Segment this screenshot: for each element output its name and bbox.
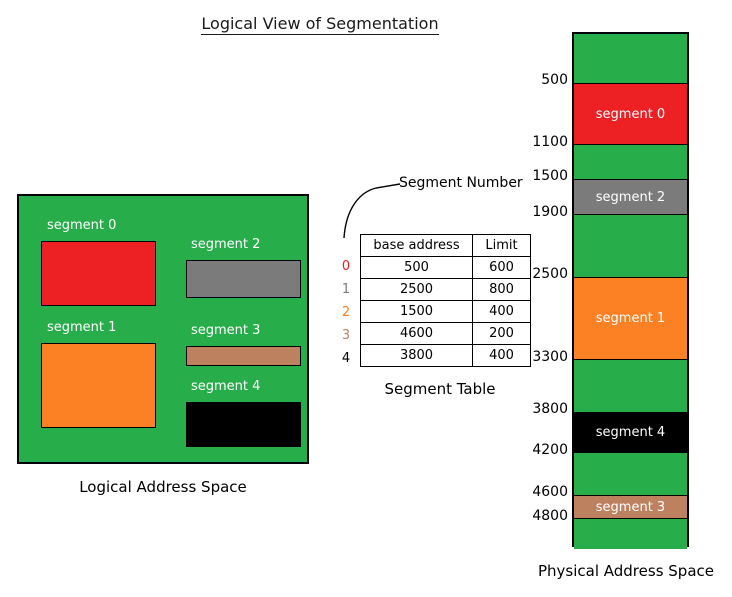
page-title: Logical View of Segmentation (0, 14, 640, 35)
logical-segment-label-3: segment 3 (191, 323, 261, 338)
physical-free-block-2 (574, 145, 687, 179)
physical-free-block-6 (574, 360, 687, 412)
segment-table-header-row: base address Limit (360, 234, 531, 257)
segment-table-caption: Segment Table (384, 380, 496, 398)
physical-segment-block-9: segment 3 (574, 495, 687, 519)
physical-tick-4600: 4600 (532, 484, 568, 500)
segment-index-3: 3 (341, 328, 351, 343)
page-title-text: Logical View of Segmentation (201, 14, 439, 35)
physical-tick-4200: 4200 (532, 442, 568, 458)
physical-address-space-caption: Physical Address Space (537, 562, 714, 580)
physical-segment-block-5: segment 1 (574, 277, 687, 360)
logical-segment-block-3 (186, 346, 301, 366)
logical-segment-label-2: segment 2 (191, 237, 261, 252)
logical-segment-block-0 (41, 241, 156, 306)
physical-free-block-4 (574, 215, 687, 277)
cell-base-address-0: 500 (360, 256, 473, 279)
column-header-base-address: base address (360, 234, 473, 257)
physical-tick-3800: 3800 (532, 401, 568, 417)
cell-base-address-3: 4600 (360, 322, 473, 345)
segment-table-index-column: 0 1 2 3 4 (336, 255, 356, 370)
physical-tick-1900: 1900 (532, 204, 568, 220)
physical-tick-1500: 1500 (532, 168, 568, 184)
segment-index-2: 2 (341, 305, 351, 320)
logical-segment-label-4: segment 4 (191, 379, 261, 394)
physical-address-space: segment 0 segment 2 segment 1 segment 4 segm… (572, 32, 689, 549)
logical-segment-block-1 (41, 343, 156, 428)
logical-segment-block-2 (186, 260, 301, 298)
cell-base-address-4: 3800 (360, 344, 473, 367)
physical-segment-block-1: segment 0 (574, 83, 687, 145)
logical-address-space-caption: Logical Address Space (79, 478, 247, 496)
cell-limit-4: 400 (472, 344, 531, 367)
segment-index-0: 0 (341, 259, 351, 274)
cell-limit-3: 200 (472, 322, 531, 345)
cell-base-address-2: 1500 (360, 300, 473, 323)
physical-tick-1100: 1100 (532, 134, 568, 150)
physical-free-block-8 (574, 453, 687, 495)
segment-number-leader-line (343, 183, 401, 239)
cell-limit-2: 400 (472, 300, 531, 323)
segment-index-1: 1 (341, 282, 351, 297)
physical-segment-block-3: segment 2 (574, 179, 687, 215)
physical-tick-500: 500 (541, 72, 568, 88)
column-header-limit: Limit (472, 234, 531, 257)
physical-tick-3300: 3300 (532, 349, 568, 365)
physical-segment-block-7: segment 4 (574, 412, 687, 453)
physical-tick-2500: 2500 (532, 266, 568, 282)
physical-free-block-0 (574, 34, 687, 83)
logical-segment-label-0: segment 0 (47, 218, 117, 233)
physical-address-tick-labels: 500 1100 1500 1900 2500 3300 3800 4200 4600 4800 (462, 32, 572, 547)
segment-index-4: 4 (341, 351, 351, 366)
cell-base-address-1: 2500 (360, 278, 473, 301)
segment-number-label: Segment Number (399, 175, 523, 191)
physical-free-block-10 (574, 519, 687, 549)
logical-segment-label-1: segment 1 (47, 320, 117, 335)
logical-segment-block-4 (186, 402, 301, 447)
logical-address-space: segment 0 segment 1 segment 2 segment 3 segm… (17, 194, 309, 464)
physical-tick-4800: 4800 (532, 508, 568, 524)
